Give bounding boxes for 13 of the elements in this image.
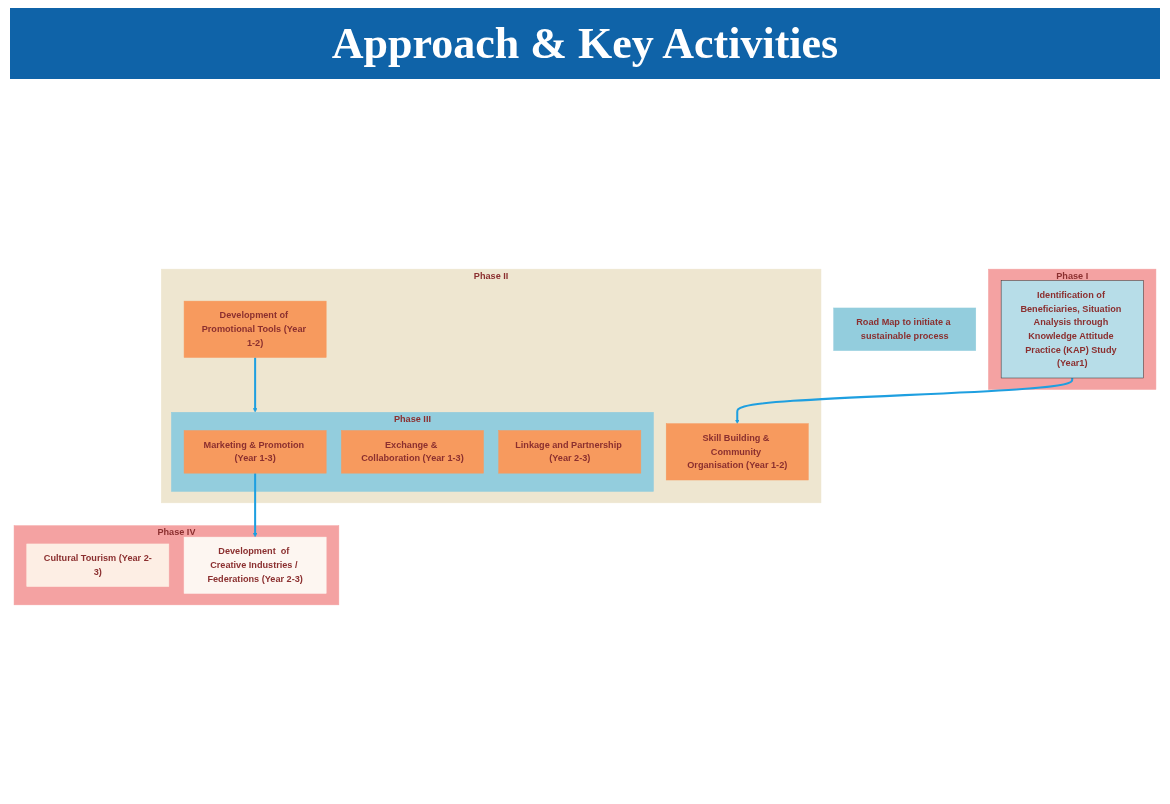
process-box: Development of Creative Industries / Federations (Year 2-3) [183, 536, 327, 594]
process-box: Cultural Tourism (Year 2-3) [26, 543, 170, 587]
process-box: Identification of Beneficiaries, Situation Analysis through Knowledge Attitude Practice (KAP) Study (Year1) [1000, 280, 1144, 379]
header-band: Road Map to initiate a sustainable process [833, 307, 977, 351]
process-box: Exchange & Collaboration (Year 1-3) [341, 430, 484, 474]
process-box: Skill Building & Community Organisation (Year 1-2) [665, 423, 809, 481]
process-box: Marketing & Promotion (Year 1-3) [183, 430, 327, 474]
title-banner: Approach & Key Activities [10, 8, 1160, 79]
arrow [252, 357, 258, 413]
process-box: Linkage and Partnership (Year 2-3) [498, 430, 642, 474]
arrow [252, 473, 258, 538]
arrow [735, 377, 1074, 424]
process-box: Development of Promotional Tools (Year 1-2) [183, 300, 327, 358]
